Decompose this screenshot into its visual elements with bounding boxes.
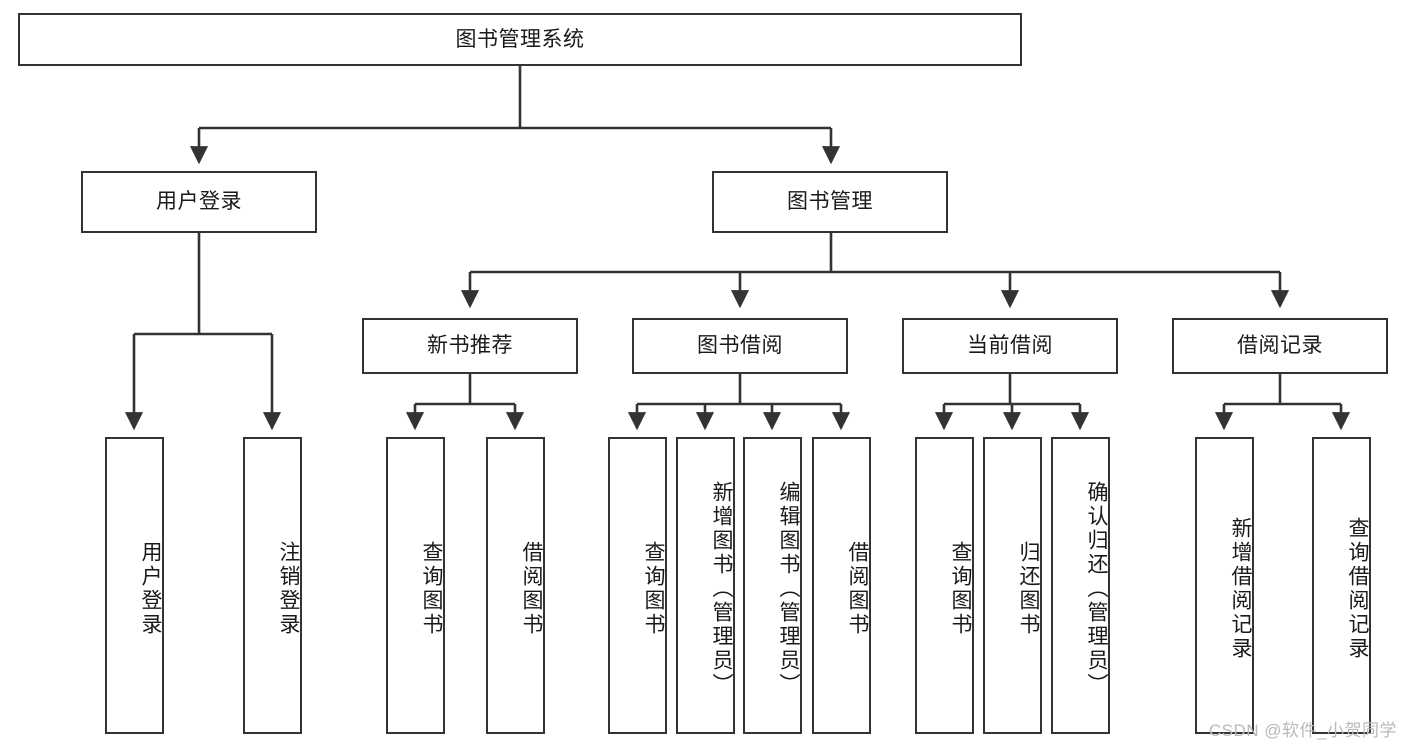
node-leaf-query-book-3-label: 查询图书 (949, 540, 972, 637)
node-book-manage[interactable]: 图书管理 (712, 171, 948, 233)
node-new-book-rec-label: 新书推荐 (427, 334, 513, 358)
node-leaf-query-book-2[interactable]: 查询图书 (608, 437, 667, 734)
node-leaf-confirm-return-label: 确认归还（管理员） (1085, 480, 1108, 697)
node-leaf-logout[interactable]: 注销登录 (243, 437, 302, 734)
node-book-borrow-label: 图书借阅 (697, 334, 783, 358)
node-leaf-edit-book[interactable]: 编辑图书（管理员） (743, 437, 802, 734)
node-book-manage-label: 图书管理 (787, 190, 873, 214)
node-leaf-query-record-label: 查询借阅记录 (1346, 516, 1369, 661)
node-leaf-add-record-label: 新增借阅记录 (1229, 516, 1252, 661)
node-leaf-query-book-3[interactable]: 查询图书 (915, 437, 974, 734)
node-root-label: 图书管理系统 (455, 27, 585, 51)
node-leaf-add-book[interactable]: 新增图书（管理员） (676, 437, 735, 734)
node-current-borrow-label: 当前借阅 (967, 334, 1053, 358)
node-leaf-borrow-book-1[interactable]: 借阅图书 (486, 437, 545, 734)
node-leaf-borrow-book-2-label: 借阅图书 (846, 540, 869, 637)
node-leaf-edit-book-label: 编辑图书（管理员） (777, 480, 800, 697)
node-leaf-return-book-label: 归还图书 (1017, 540, 1040, 637)
node-leaf-query-book-2-label: 查询图书 (642, 540, 665, 637)
node-leaf-return-book[interactable]: 归还图书 (983, 437, 1042, 734)
node-borrow-record-label: 借阅记录 (1237, 334, 1323, 358)
node-leaf-confirm-return[interactable]: 确认归还（管理员） (1051, 437, 1110, 734)
node-leaf-query-book-1[interactable]: 查询图书 (386, 437, 445, 734)
watermark: CSDN @软件_小贺同学 (1208, 721, 1397, 740)
node-borrow-record[interactable]: 借阅记录 (1172, 318, 1388, 374)
node-current-borrow[interactable]: 当前借阅 (902, 318, 1118, 374)
node-leaf-query-record[interactable]: 查询借阅记录 (1312, 437, 1371, 734)
node-root[interactable]: 图书管理系统 (18, 13, 1022, 66)
node-leaf-borrow-book-1-label: 借阅图书 (520, 540, 543, 637)
node-leaf-query-book-1-label: 查询图书 (420, 540, 443, 637)
node-leaf-logout-label: 注销登录 (277, 540, 300, 637)
node-new-book-rec[interactable]: 新书推荐 (362, 318, 578, 374)
node-book-borrow[interactable]: 图书借阅 (632, 318, 848, 374)
node-user-login[interactable]: 用户登录 (81, 171, 317, 233)
node-user-login-label: 用户登录 (156, 190, 242, 214)
node-leaf-borrow-book-2[interactable]: 借阅图书 (812, 437, 871, 734)
node-leaf-add-record[interactable]: 新增借阅记录 (1195, 437, 1254, 734)
node-leaf-user-login-label: 用户登录 (139, 540, 162, 637)
node-leaf-add-book-label: 新增图书（管理员） (710, 480, 733, 697)
node-leaf-user-login[interactable]: 用户登录 (105, 437, 164, 734)
